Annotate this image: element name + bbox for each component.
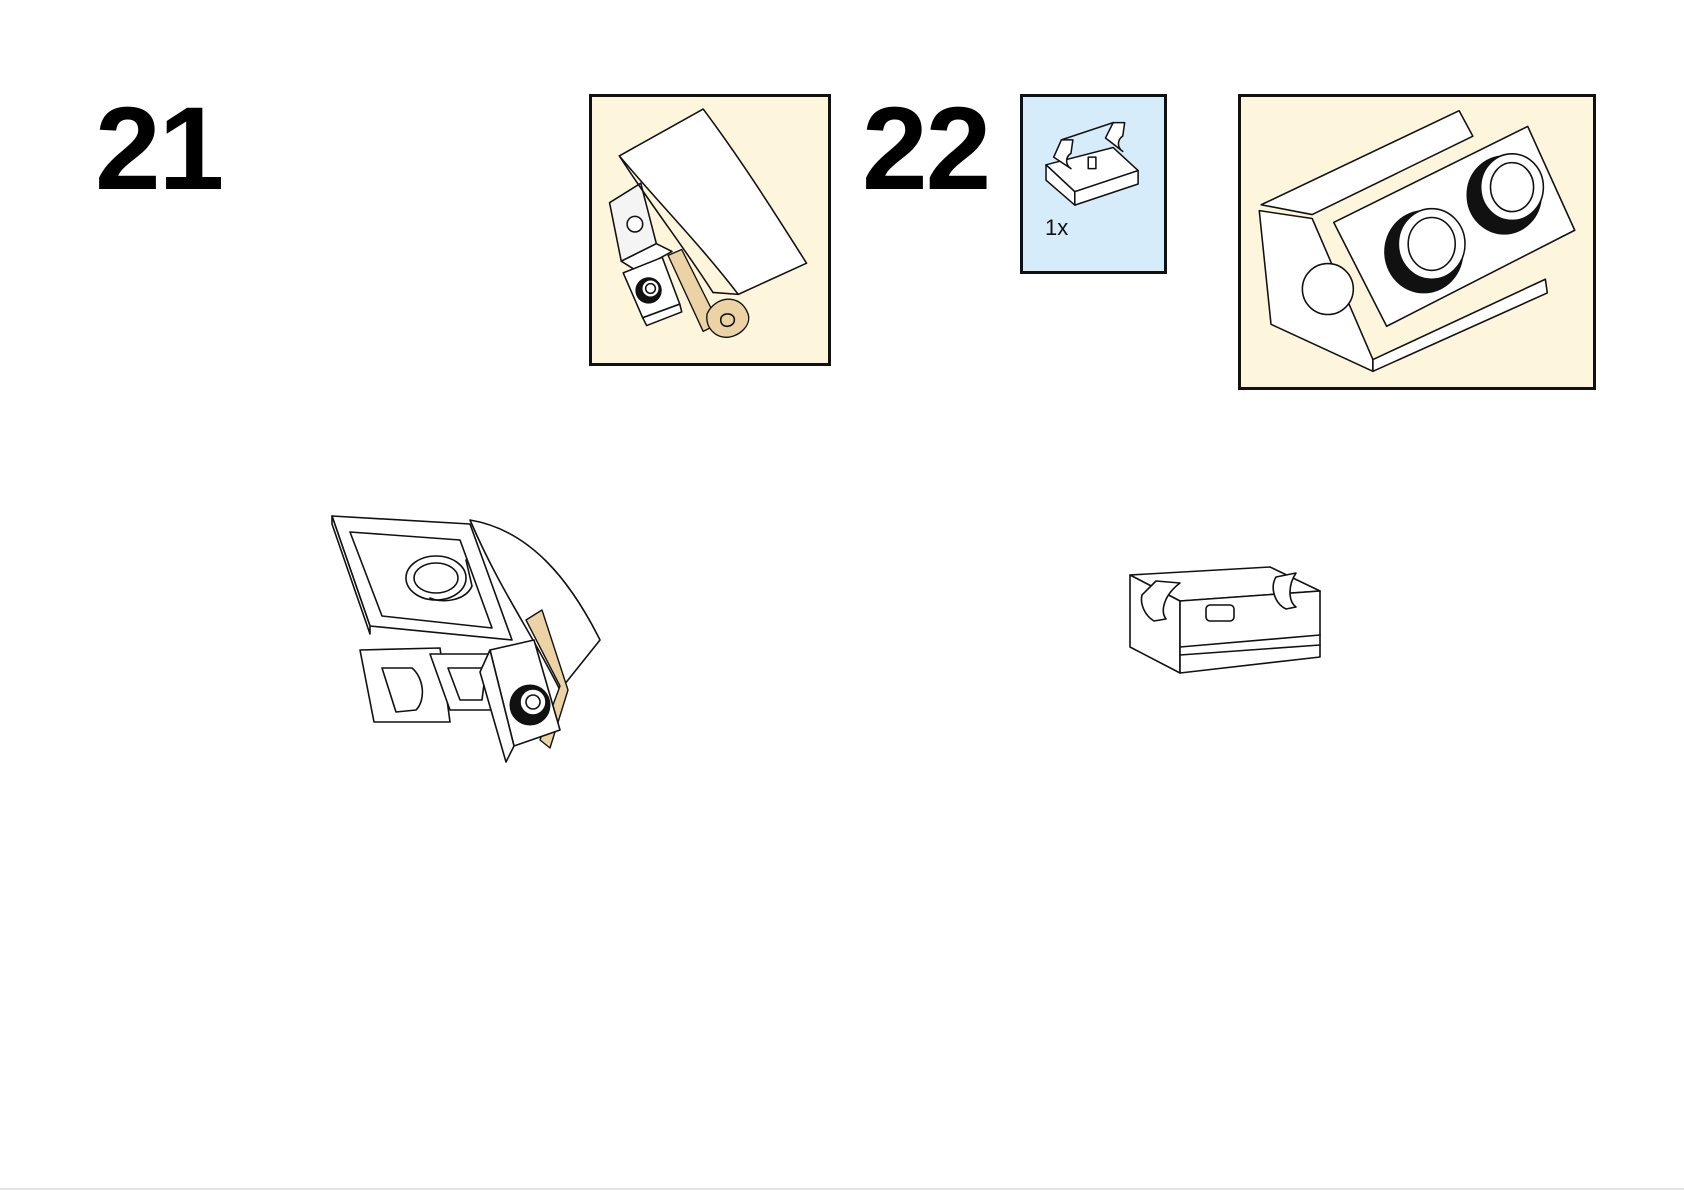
- step-22-number: 22: [862, 83, 991, 215]
- step-22-model-drawing: [1129, 566, 1321, 674]
- step-22-model: [1120, 555, 1340, 685]
- step-21-number: 21: [95, 83, 224, 215]
- step-21-callout-drawing: [608, 108, 808, 338]
- step-22-callout: [1238, 94, 1596, 390]
- step-21-model: [320, 500, 620, 790]
- hinge-plate-icon: [1045, 121, 1139, 206]
- step-21-callout: [589, 94, 831, 366]
- step-22-parts-list: 1x: [1020, 94, 1167, 274]
- step-22-callout-drawing: [1258, 109, 1576, 373]
- part-count: 1x: [1045, 215, 1069, 240]
- step-21-model-drawing: [331, 515, 601, 763]
- page-bottom-rule: [0, 1188, 1684, 1190]
